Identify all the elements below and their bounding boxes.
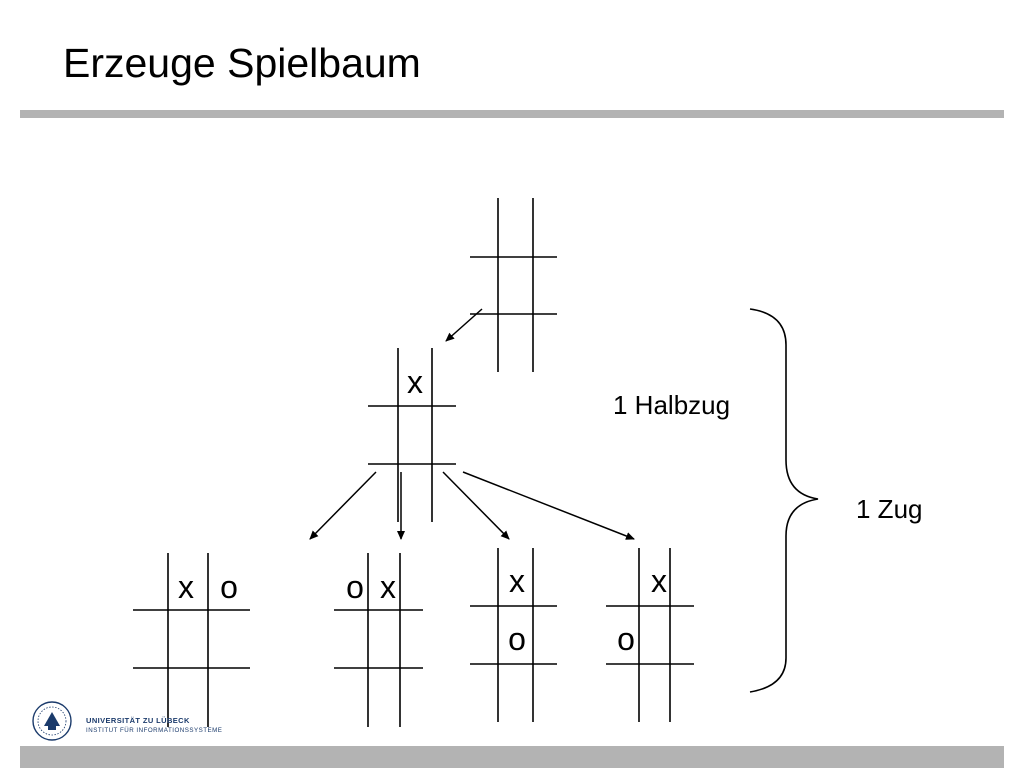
- curly-brace: [749, 308, 819, 693]
- title-divider: [20, 110, 1004, 118]
- board-mark: o: [346, 569, 364, 605]
- board-mark: x: [407, 364, 423, 400]
- university-seal-icon: [32, 701, 72, 741]
- level2-board-c: [470, 548, 557, 722]
- logo-university-name: UNIVERSITÄT ZU LÜBECK: [86, 716, 190, 725]
- footer-bar: [20, 746, 1004, 768]
- level2-board-b: [334, 553, 423, 727]
- root-board: [470, 198, 557, 372]
- logo-institute-name: INSTITUT FÜR INFORMATIONSSYSTEME: [86, 727, 223, 734]
- board-mark: x: [178, 569, 194, 605]
- board-mark: o: [508, 621, 526, 657]
- edge-root-to-l1: [445, 308, 483, 342]
- edge-l1-to-c: [442, 471, 510, 540]
- zug-label: 1 Zug: [856, 494, 923, 524]
- level2-board-d: [606, 548, 694, 722]
- board-mark: o: [220, 569, 238, 605]
- edge-l1-to-d: [462, 471, 635, 540]
- page-title: Erzeuge Spielbaum: [63, 40, 421, 86]
- tree-edges: [309, 308, 635, 540]
- board-mark: x: [509, 563, 525, 599]
- level1-board: [368, 348, 456, 522]
- halbzug-label: 1 Halbzug: [613, 390, 730, 420]
- board-mark: o: [617, 621, 635, 657]
- edge-l1-to-a: [309, 471, 377, 540]
- board-mark: x: [651, 563, 667, 599]
- level2-board-a: [133, 553, 250, 727]
- board-mark: x: [380, 569, 396, 605]
